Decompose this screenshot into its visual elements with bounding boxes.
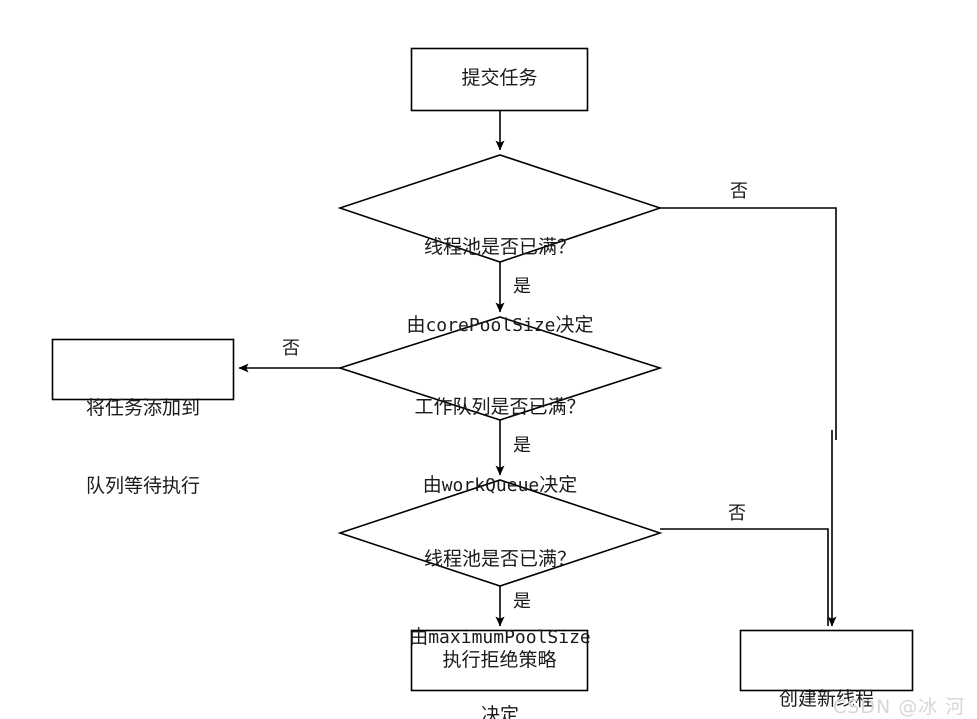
node-submit-task <box>410 47 589 112</box>
node-create-thread <box>739 629 914 692</box>
edge-core-no-rail <box>660 207 837 440</box>
node-core-pool-full <box>337 154 663 263</box>
node-work-queue-full <box>337 316 663 421</box>
node-reject-policy <box>410 629 589 692</box>
edge-max-no-rail <box>660 528 829 626</box>
node-max-pool-full <box>337 479 663 587</box>
node-add-to-queue <box>51 338 235 401</box>
